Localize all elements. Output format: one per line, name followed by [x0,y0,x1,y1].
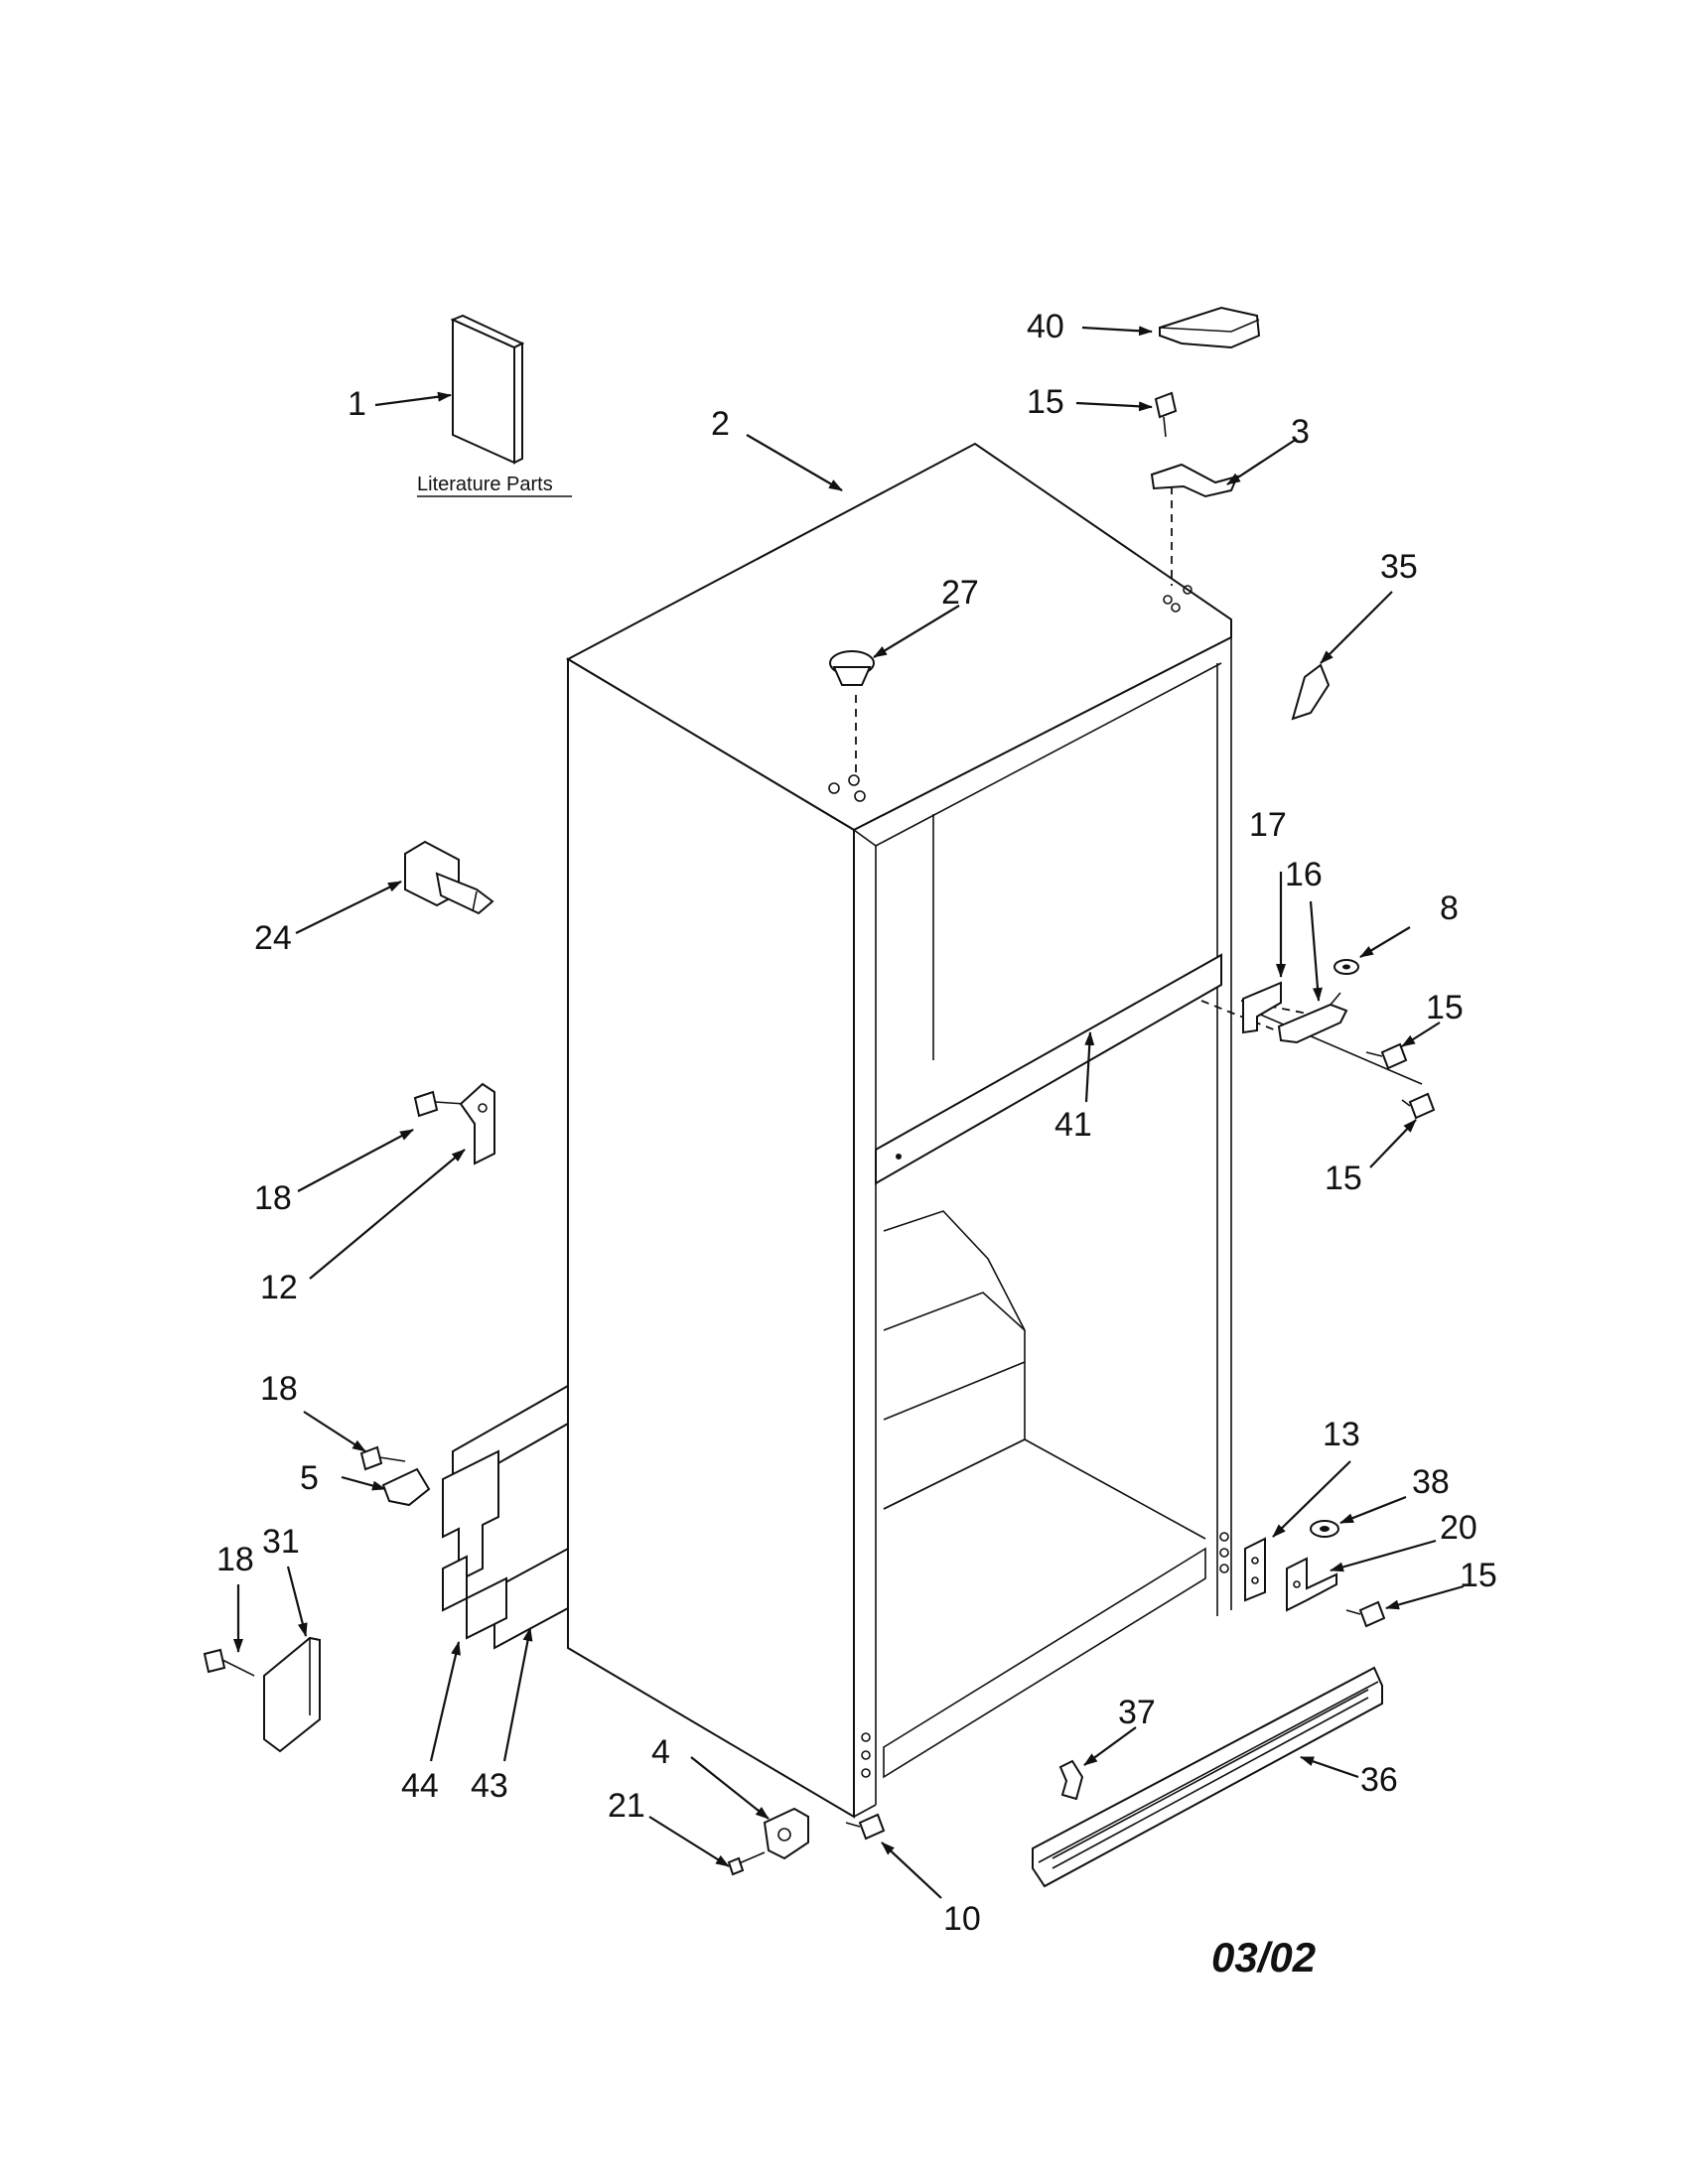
date-code: 03/02 [1211,1934,1316,1980]
cabinet [565,442,1423,1819]
lower-hinge-20[interactable] [1286,1557,1337,1612]
door-stop-latch[interactable] [404,840,494,915]
callout-13: 13 [1323,1416,1360,1453]
callout-15-hinge-b: 15 [1325,1160,1362,1197]
screw-18-upper[interactable] [413,1090,466,1118]
cable-clamp-5[interactable] [381,1467,431,1507]
callout-41: 41 [1054,1106,1092,1144]
washer-8[interactable] [1333,959,1359,975]
screw-18-middle[interactable] [359,1445,406,1471]
callout-20: 20 [1440,1509,1477,1547]
callout-1: 1 [348,385,366,423]
callout-labels: 1 2 40 15 3 35 27 24 18 12 18 5 18 31 44… [216,308,1497,1938]
hinge-screw-top[interactable] [1154,391,1178,438]
callout-5: 5 [300,1459,319,1497]
callout-15-top: 15 [1027,383,1064,421]
callout-35: 35 [1380,548,1418,586]
screw-18-lower[interactable] [203,1648,255,1677]
callout-37: 37 [1118,1694,1156,1731]
screw-10[interactable] [845,1813,886,1841]
base-grille-36[interactable] [1032,1666,1383,1888]
callout-43: 43 [471,1767,508,1805]
trim-piece[interactable] [1291,663,1331,721]
plug-button[interactable] [829,650,875,686]
callout-36: 36 [1360,1761,1398,1799]
top-hinge[interactable] [1150,463,1239,498]
rear-bracket-assembly [442,1384,569,1650]
literature-parts-label: Literature Parts [417,474,553,495]
screw-15-lower[interactable] [1345,1600,1386,1628]
callout-8: 8 [1440,889,1459,927]
callout-2: 2 [711,405,730,443]
grille-clip-37[interactable] [1058,1759,1084,1801]
hinge-cover-part-40[interactable] [1159,306,1261,349]
callout-38: 38 [1412,1463,1450,1501]
callout-4: 4 [651,1733,670,1771]
callout-18-upper: 18 [254,1179,292,1217]
screw-15-hinge-b[interactable] [1401,1092,1436,1120]
callout-21: 21 [608,1787,645,1825]
literature-booklet[interactable] [450,314,525,465]
callout-3: 3 [1291,413,1310,451]
access-cover-31[interactable] [263,1636,321,1753]
screw-21[interactable] [727,1851,766,1876]
callout-18-lower: 18 [216,1541,254,1578]
washer-38[interactable] [1310,1520,1339,1538]
callout-31: 31 [262,1523,300,1561]
callout-15-lower: 15 [1460,1557,1497,1594]
callout-17: 17 [1249,806,1287,844]
callout-16: 16 [1285,856,1323,893]
screw-15-hinge-a[interactable] [1365,1042,1408,1070]
bracket-12[interactable] [459,1082,495,1165]
callout-24: 24 [254,919,292,957]
callout-12: 12 [260,1269,298,1306]
leveler-4[interactable] [763,1807,809,1860]
bracket-13[interactable] [1244,1537,1266,1602]
leader-lines [233,326,1465,1899]
callout-44: 44 [401,1767,439,1805]
callout-15-hinge-a: 15 [1426,989,1464,1026]
hinge-16[interactable] [1277,992,1348,1044]
bracket-17[interactable] [1242,981,1282,1034]
callout-40: 40 [1027,308,1064,345]
callout-27: 27 [941,574,979,612]
callout-18-middle: 18 [260,1370,298,1408]
callout-10: 10 [943,1900,981,1938]
